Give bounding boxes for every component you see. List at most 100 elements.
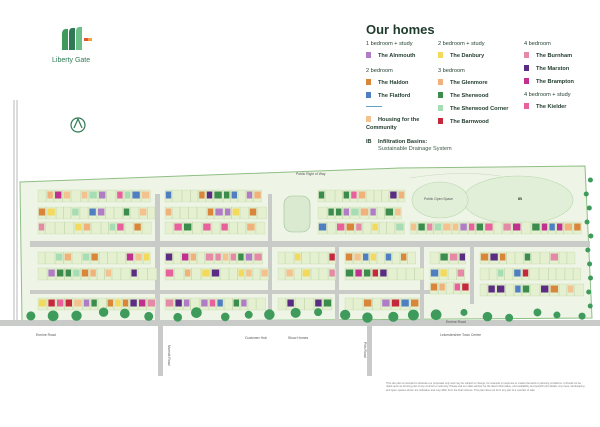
house-footprint — [82, 253, 90, 261]
house-footprint — [411, 299, 419, 307]
legend-heading-4bed: 4 bedroom — [524, 41, 551, 47]
plot-lot — [531, 251, 540, 265]
tree — [407, 309, 419, 321]
legend-title: Our homes — [366, 22, 435, 37]
plot-lot — [559, 251, 567, 265]
housing-plots — [37, 189, 584, 311]
plot-lot — [318, 267, 329, 281]
house-footprint — [232, 208, 239, 216]
legend-swatch — [366, 116, 371, 122]
house-footprint — [430, 283, 438, 291]
house-footprint — [574, 223, 581, 231]
house-footprint — [382, 299, 390, 307]
road-label-customer-hub: Customer Hub — [245, 336, 267, 340]
house-footprint — [122, 299, 129, 307]
house-footprint — [261, 269, 268, 277]
plot-lot — [566, 251, 576, 265]
house-footprint — [65, 269, 71, 277]
house-footprint — [372, 223, 378, 231]
house-footprint — [328, 208, 334, 216]
plot-lot — [247, 297, 257, 311]
plot-lot — [564, 267, 574, 281]
plot-lot — [304, 297, 314, 311]
house-footprint — [132, 191, 140, 199]
house-footprint — [364, 269, 371, 277]
legend-swatch — [524, 52, 529, 58]
house-footprint — [142, 191, 150, 199]
house-footprint — [439, 283, 445, 291]
plot-lot — [106, 189, 116, 203]
road-label-ermine: Ermine Road — [36, 333, 56, 337]
house-footprint — [238, 269, 244, 277]
legend-divider — [366, 106, 382, 107]
house-footprint — [203, 223, 211, 231]
house-footprint — [233, 299, 239, 307]
house-footprint — [75, 223, 82, 231]
house-footprint — [460, 223, 467, 231]
plot-lot — [539, 267, 549, 281]
tree — [587, 261, 593, 267]
plot-lot — [174, 267, 184, 281]
plot-lot — [317, 206, 328, 220]
plot-lot — [505, 283, 514, 297]
house-footprint — [215, 253, 221, 261]
legend-swatch — [366, 92, 371, 98]
plot-lot — [504, 267, 513, 281]
plot-lot — [479, 283, 488, 297]
plot-lot — [147, 206, 155, 220]
house-footprint — [336, 208, 342, 216]
house-footprint — [115, 299, 121, 307]
tree — [119, 308, 130, 319]
house-footprint — [532, 223, 540, 231]
plot-lot — [142, 221, 152, 235]
legend-ib-sublabel: Sustainable Drainage System — [378, 146, 452, 152]
roads — [0, 194, 600, 376]
house-footprint — [81, 269, 89, 277]
house-footprint — [401, 253, 407, 261]
legend-item-sherwood: The Sherwood — [438, 92, 489, 99]
plot-lot — [277, 267, 286, 281]
house-footprint — [81, 191, 88, 199]
legend-item-kielder: The Kielder — [524, 103, 566, 110]
house-footprint — [450, 253, 458, 261]
plot-lot — [117, 251, 126, 265]
house-footprint — [541, 285, 549, 293]
tree — [584, 219, 590, 225]
plot-lot — [191, 267, 201, 281]
house-footprint — [513, 223, 521, 231]
tree — [583, 191, 589, 197]
tree — [587, 303, 593, 309]
house-footprint — [488, 285, 495, 293]
plot-lot — [353, 297, 363, 311]
tree — [244, 310, 253, 319]
tree — [586, 289, 592, 295]
rail-lines — [13, 100, 18, 322]
legend-swatch — [524, 103, 529, 109]
house-footprint — [139, 299, 146, 307]
house-footprint — [130, 299, 137, 307]
plot-lot — [377, 206, 385, 220]
house-footprint — [363, 253, 369, 261]
house-footprint — [83, 299, 90, 307]
house-footprint — [38, 299, 47, 307]
house-footprint — [557, 223, 563, 231]
house-footprint — [165, 191, 172, 199]
house-footprint — [202, 269, 210, 277]
house-footprint — [131, 269, 137, 277]
house-footprint — [522, 269, 529, 277]
house-footprint — [185, 269, 191, 277]
house-footprint — [469, 223, 475, 231]
house-footprint — [48, 269, 55, 277]
plot-lot — [71, 189, 81, 203]
house-footprint — [123, 208, 130, 216]
legend-item-danbury: The Danbury — [438, 52, 484, 59]
legend-heading-1bed-study: 1 bedroom + study — [366, 41, 413, 47]
house-footprint — [91, 253, 98, 261]
house-footprint — [217, 299, 223, 307]
house-footprint — [174, 223, 182, 231]
disclaimer-text: This site plan is intended to illustrate… — [386, 382, 585, 392]
road-label-marriott: Marriott Road — [167, 345, 171, 366]
house-footprint — [355, 269, 362, 277]
tree — [362, 312, 373, 323]
plot-lot — [310, 251, 319, 265]
